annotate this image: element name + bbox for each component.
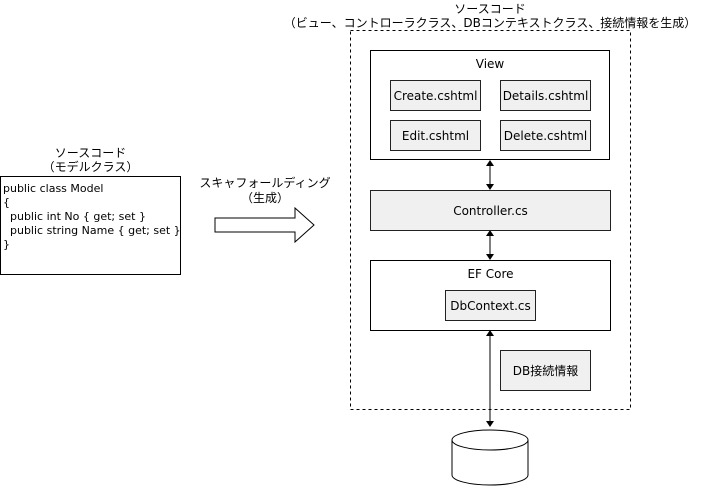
source-title: ソースコード	[454, 2, 526, 16]
scaffold-arrow-icon	[214, 206, 315, 244]
efcore-title: EF Core	[467, 267, 514, 281]
code-line: public string Name { get; set }	[3, 224, 181, 237]
code-line: {	[3, 196, 10, 209]
source-subtitle: （ビュー、コントローラクラス、DBコンテキストクラス、接続情報を生成）	[283, 16, 697, 30]
scaffold-label: スキャフォールディング	[199, 176, 331, 190]
arrowhead-icon	[486, 330, 494, 336]
arrowhead-icon	[486, 184, 494, 190]
arrowhead-icon	[486, 230, 494, 236]
view-file-details: Details.cshtml	[500, 80, 591, 111]
arrowhead-icon	[486, 254, 494, 260]
view-file-edit: Edit.cshtml	[390, 120, 481, 151]
db-connection-box: DB接続情報	[500, 350, 591, 391]
code-line: public int No { get; set }	[3, 210, 146, 223]
model-class-box: public class Model { public int No { get…	[0, 176, 181, 275]
model-title: ソースコード	[54, 146, 127, 160]
dbcontext-box: DbContext.cs	[445, 290, 536, 321]
scaffold-sub: （生成）	[240, 191, 289, 205]
view-file-create: Create.cshtml	[390, 80, 481, 111]
arrowhead-icon	[486, 421, 494, 427]
view-file-delete: Delete.cshtml	[500, 120, 591, 151]
model-subtitle: （モデルクラス）	[42, 160, 139, 174]
controller-box: Controller.cs	[370, 190, 611, 231]
arrowhead-icon	[486, 160, 494, 166]
database-cylinder-icon	[451, 429, 529, 486]
code-line: }	[3, 238, 10, 251]
code-line: public class Model	[3, 182, 104, 195]
view-title: View	[475, 57, 505, 71]
